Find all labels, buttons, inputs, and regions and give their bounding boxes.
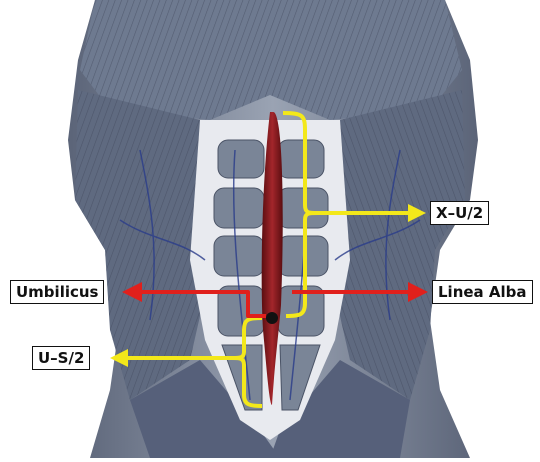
xu2-label: X–U/2 <box>430 201 489 225</box>
umbilicus-point <box>266 312 278 324</box>
us2-label: U–S/2 <box>32 346 90 370</box>
linea-alba-label: Linea Alba <box>432 280 533 304</box>
umbilicus-label: Umbilicus <box>10 280 104 304</box>
torso <box>68 0 478 458</box>
